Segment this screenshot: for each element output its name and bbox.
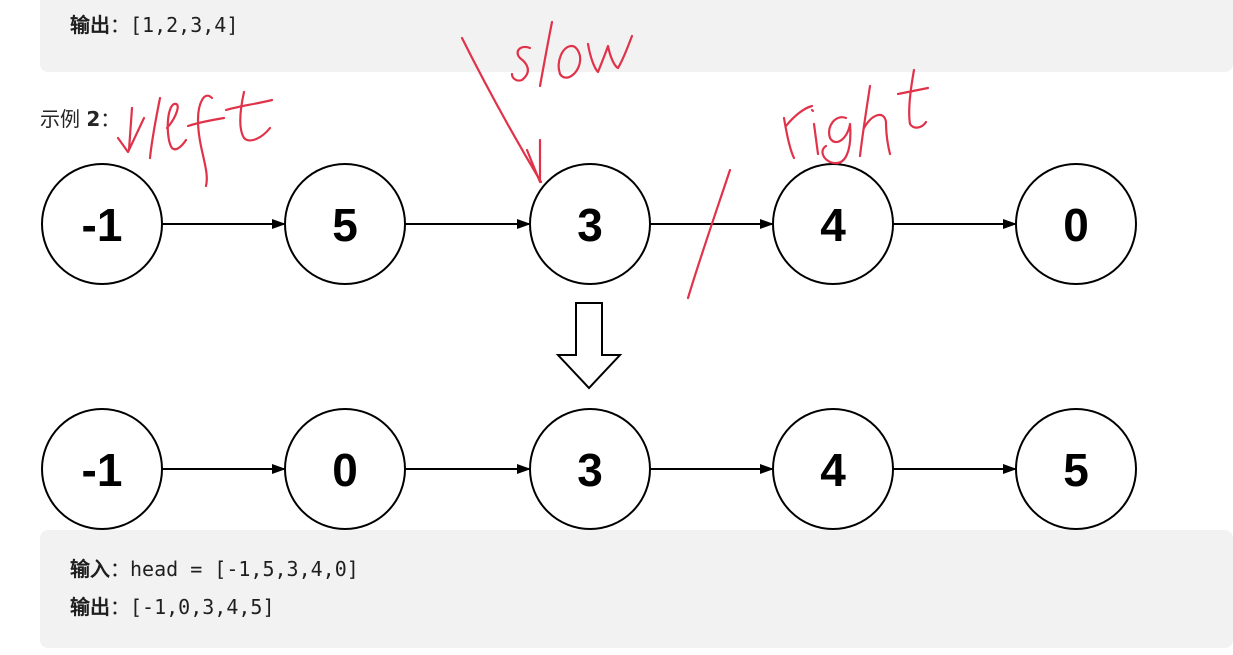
list-node-value: -1 [82,199,123,251]
example-label-number: 2 [86,107,101,131]
slow-pointer-annotation [460,20,634,184]
list-node-value: 4 [820,199,846,251]
input-value: head = [-1,5,3,4,0] [130,557,359,581]
list-node-circle [1015,408,1137,530]
output-separator: ： [110,595,130,619]
output-label: 输出 [70,13,110,37]
example-2-label: 示例 2： [40,106,120,132]
example-2-output-line: 输出：[-1,0,3,4,5] [70,594,275,620]
list-node-value: 0 [332,444,358,496]
output-separator: ： [110,13,130,37]
right-pointer-annotation [686,68,930,300]
list-node-value: 5 [332,199,358,251]
example-label-suffix: ： [100,107,121,131]
transform-down-arrow [555,302,623,390]
list-node-value: 5 [1063,444,1089,496]
input-separator: ： [110,557,130,581]
input-label: 输入 [70,557,110,581]
output-value: [-1,0,3,4,5] [130,595,275,619]
output-value: [1,2,3,4] [130,13,239,37]
before-list-row: -1 5 3 4 0 [41,163,1137,285]
linked-list-diagram: -1 5 3 4 0 -1 0 3 4 5 [41,20,1137,530]
list-node-value: 3 [577,444,603,496]
example-2-code-block: 输入：head = [-1,5,3,4,0] 输出：[-1,0,3,4,5] [40,530,1233,648]
example-1-code-block: 输出：[1,2,3,4] [40,0,1233,72]
handwritten-annotations [116,20,930,300]
left-pointer-annotation [116,90,274,188]
list-node-circle [1015,163,1137,285]
example-label-prefix: 示例 [40,107,87,131]
list-node-value: 0 [1063,199,1089,251]
output-label: 输出 [70,595,110,619]
list-node-value: 4 [820,444,846,496]
list-node-value: -1 [82,444,123,496]
example-1-output-line: 输出：[1,2,3,4] [70,12,238,38]
list-node-value: 3 [577,199,603,251]
example-2-input-line: 输入：head = [-1,5,3,4,0] [70,556,359,582]
after-list-row: -1 0 3 4 5 [41,408,1137,530]
